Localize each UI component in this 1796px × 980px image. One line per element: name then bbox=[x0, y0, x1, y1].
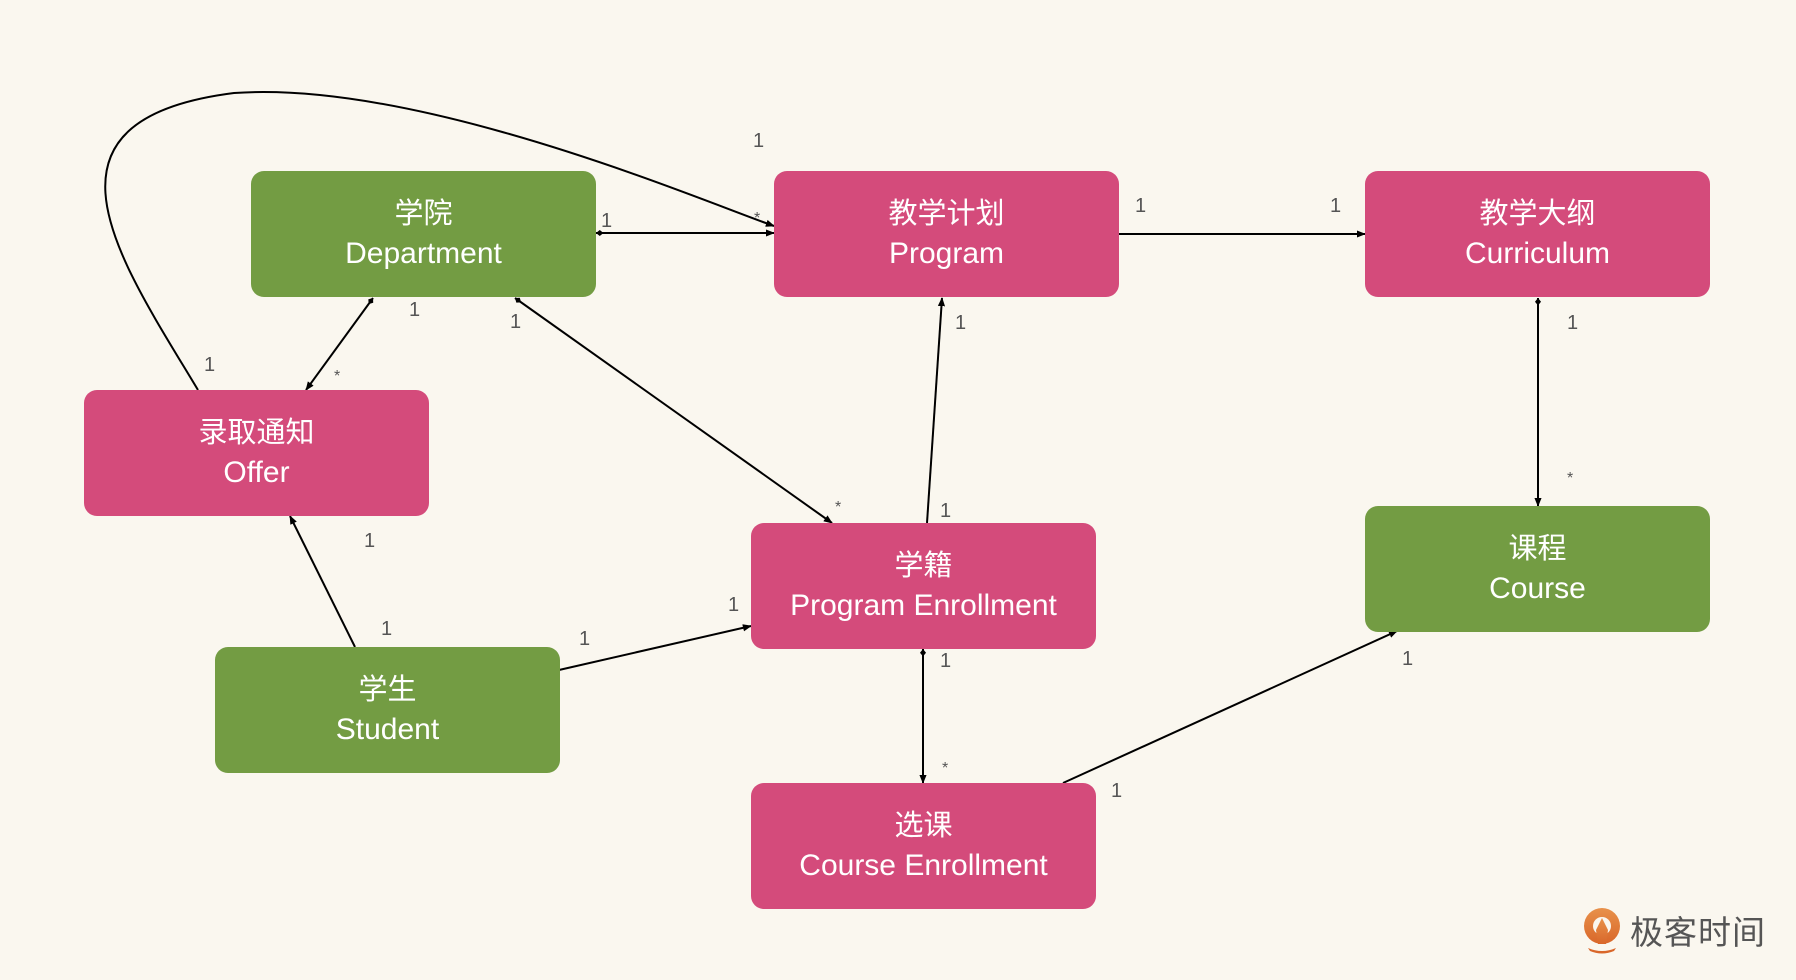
multiplicity-label: * bbox=[334, 368, 341, 385]
entity-course[interactable]: 课程 Course bbox=[1365, 506, 1710, 632]
entity-zh-label: 选课 bbox=[894, 808, 953, 842]
edge-course-enrollment-course bbox=[1062, 630, 1398, 784]
multiplicity-label: * bbox=[942, 760, 949, 777]
multiplicity-label: 1 bbox=[955, 312, 967, 334]
multiplicity-label: 1 bbox=[579, 628, 591, 650]
edge-department-program-enrollment bbox=[514, 297, 833, 524]
entity-course-enrollment[interactable]: 选课 Course Enrollment bbox=[751, 783, 1096, 909]
edge-student-program-enrollment bbox=[558, 624, 752, 671]
multiplicity-label: 1 bbox=[510, 311, 522, 333]
multiplicity-label: * bbox=[1567, 470, 1574, 487]
multiplicity-label: 1 bbox=[1567, 312, 1579, 334]
entity-curriculum[interactable]: 教学大纲 Curriculum bbox=[1365, 171, 1710, 297]
geektime-logo-icon bbox=[1584, 908, 1620, 954]
entity-student[interactable]: 学生 Student bbox=[215, 647, 560, 773]
multiplicity-label: 1 bbox=[364, 530, 376, 552]
multiplicity-label: 1 bbox=[1402, 648, 1414, 670]
multiplicity-label: * bbox=[835, 499, 842, 516]
entity-en-label: Student bbox=[335, 713, 440, 746]
multiplicity-label: 1 bbox=[940, 650, 952, 672]
entity-zh-label: 教学大纲 bbox=[1479, 196, 1596, 230]
multiplicity-label: 1 bbox=[940, 500, 952, 522]
entity-program-enrollment[interactable]: 学籍 Program Enrollment bbox=[751, 523, 1096, 649]
edge-department-offer bbox=[305, 297, 374, 391]
multiplicity-label: 1 bbox=[204, 354, 216, 376]
multiplicity-label: 1 bbox=[409, 299, 421, 321]
entity-zh-label: 录取通知 bbox=[198, 415, 315, 449]
edge-student-offer bbox=[289, 515, 356, 648]
entity-en-label: Department bbox=[345, 237, 502, 270]
entity-en-label: Course Enrollment bbox=[799, 849, 1048, 882]
watermark-text: 极客时间 bbox=[1630, 913, 1766, 952]
multiplicity-label: 1 bbox=[601, 210, 613, 232]
entity-zh-label: 学生 bbox=[358, 672, 417, 706]
entity-offer[interactable]: 录取通知 Offer bbox=[84, 390, 429, 516]
multiplicity-label: 1 bbox=[1330, 195, 1342, 217]
entity-zh-label: 课程 bbox=[1508, 531, 1567, 565]
geektime-watermark: 极客时间 bbox=[1580, 906, 1766, 954]
edge-offer-program bbox=[104, 91, 775, 391]
multiplicity-label: 1 bbox=[1111, 780, 1123, 802]
entity-zh-label: 学院 bbox=[394, 196, 453, 230]
entity-en-label: Offer bbox=[223, 456, 290, 489]
entity-zh-label: 学籍 bbox=[894, 548, 953, 582]
entity-en-label: Course bbox=[1489, 572, 1586, 605]
entity-program[interactable]: 教学计划 Program bbox=[774, 171, 1119, 297]
entity-department[interactable]: 学院 Department bbox=[251, 171, 596, 297]
entity-en-label: Program bbox=[888, 237, 1005, 270]
multiplicity-label: 1 bbox=[381, 618, 393, 640]
edge-program-enrollment-program bbox=[926, 297, 946, 524]
multiplicity-label: 1 bbox=[728, 594, 740, 616]
entity-en-label: Curriculum bbox=[1464, 237, 1611, 270]
multiplicity-label: * bbox=[754, 210, 761, 227]
multiplicity-label: 1 bbox=[1135, 195, 1147, 217]
multiplicity-label: 1 bbox=[753, 130, 765, 152]
entity-en-label: Program Enrollment bbox=[790, 589, 1057, 622]
entity-zh-label: 教学计划 bbox=[888, 196, 1005, 230]
